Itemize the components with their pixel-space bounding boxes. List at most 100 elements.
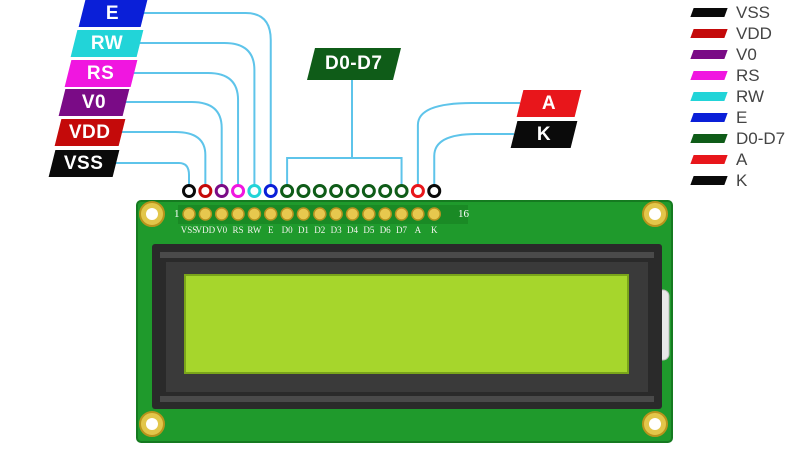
tag-vss: VSS xyxy=(48,150,120,177)
tag-vss-label: VSS xyxy=(64,152,104,174)
legend-item-vss: VSS xyxy=(690,2,771,23)
pin-1-label: 1 xyxy=(174,208,180,220)
wire-vdd xyxy=(122,131,207,185)
pin-dot-d2 xyxy=(312,184,327,198)
tag-d0-d7-label: D0-D7 xyxy=(325,53,383,74)
tag-rs-label: RS xyxy=(87,62,115,84)
legend-label: RS xyxy=(736,65,760,85)
wire-e xyxy=(144,12,272,185)
pin-pad xyxy=(231,207,245,221)
tag-a-label: A xyxy=(541,92,557,114)
pin-dot-rs xyxy=(231,184,246,198)
silkscreen-label: D2 xyxy=(314,225,325,235)
silkscreen-label: D7 xyxy=(396,225,407,235)
pin-pad xyxy=(362,207,376,221)
silkscreen-label: D5 xyxy=(363,225,374,235)
wire-vss xyxy=(116,162,190,185)
silkscreen-label: D6 xyxy=(380,225,391,235)
mounting-holes xyxy=(139,201,668,437)
tag-k-label: K xyxy=(536,123,552,145)
legend-swatch xyxy=(690,155,728,164)
silkscreen-label: K xyxy=(431,225,438,235)
tag-e-label: E xyxy=(106,2,120,24)
legend-item-rs: RS xyxy=(690,65,760,86)
silkscreen-label: E xyxy=(268,225,274,235)
legend-item-v0: V0 xyxy=(690,44,757,65)
legend-swatch xyxy=(690,8,728,17)
silkscreen-label: VSS xyxy=(181,225,198,235)
legend-label: A xyxy=(736,149,748,169)
tag-k: K xyxy=(510,121,578,148)
legend-label: V0 xyxy=(736,44,757,64)
pin-dot-vss xyxy=(182,184,196,198)
tag-vdd: VDD xyxy=(54,119,126,146)
wire-data-bus xyxy=(286,80,403,185)
pin-dot-d0 xyxy=(280,184,295,198)
legend-item-k: K xyxy=(690,170,748,191)
legend-label: D0-D7 xyxy=(736,128,786,148)
pin-pad xyxy=(296,207,311,221)
pin-pad xyxy=(198,207,213,221)
wire-rs xyxy=(134,72,240,185)
legend-item-e: E xyxy=(690,107,748,128)
pin-pad xyxy=(394,207,409,221)
legend-item-vdd: VDD xyxy=(690,23,772,44)
legend-swatch xyxy=(690,134,728,143)
silkscreen-label: A xyxy=(415,225,422,235)
lcd-screen xyxy=(185,275,628,373)
legend-swatch xyxy=(690,92,728,101)
pin-dot-a xyxy=(410,184,425,198)
pin-dot-rw xyxy=(247,184,262,198)
legend-item-rw: RW xyxy=(690,86,765,107)
pin-pad xyxy=(411,207,425,221)
pin-pad xyxy=(345,207,360,221)
pin-pad xyxy=(378,207,392,221)
pin-16-label: 16 xyxy=(458,208,470,220)
wire-k xyxy=(433,133,514,185)
tag-d0-d7: D0-D7 xyxy=(307,48,401,80)
pin-pad xyxy=(329,207,343,221)
silkscreen-label: D1 xyxy=(298,225,309,235)
pin-pad xyxy=(182,207,196,221)
tag-vdd-label: VDD xyxy=(69,121,111,143)
silkscreen-label: RS xyxy=(233,225,244,235)
legend-label: E xyxy=(736,107,748,127)
silkscreen-label: VDD xyxy=(196,225,216,235)
pin-pad xyxy=(214,207,229,221)
wire-v0 xyxy=(126,101,223,185)
tag-a: A xyxy=(516,90,582,117)
legend-swatch xyxy=(690,113,728,122)
pin-pad xyxy=(427,207,441,221)
silkscreen-label: D3 xyxy=(331,225,342,235)
legend-swatch xyxy=(690,71,728,80)
pin-dot-k xyxy=(427,184,442,198)
legend-swatch xyxy=(690,176,728,185)
legend-item-d0-d7: D0-D7 xyxy=(690,128,786,149)
silkscreen-label: V0 xyxy=(216,225,227,235)
wire-a xyxy=(416,102,520,185)
pin-dot-e xyxy=(263,184,278,198)
pcb-edge xyxy=(136,200,673,443)
tag-rw-label: RW xyxy=(90,32,124,54)
pin-pad xyxy=(280,207,294,221)
pin-dot-d7 xyxy=(394,184,409,198)
silkscreen-label: D4 xyxy=(347,225,358,235)
tag-v0-label: V0 xyxy=(81,91,107,113)
pin-dot-v0 xyxy=(214,184,229,198)
pin-pad xyxy=(264,207,278,221)
legend-label: RW xyxy=(736,86,765,106)
legend-label: VSS xyxy=(736,2,771,22)
legend-label: K xyxy=(736,170,748,190)
legend-label: VDD xyxy=(736,23,772,43)
silkscreen-label: D0 xyxy=(282,225,293,235)
legend-swatch xyxy=(690,50,728,59)
pin-dot-d5 xyxy=(361,184,376,198)
pin-pad xyxy=(247,207,262,221)
pin-dot-d4 xyxy=(345,184,360,198)
wire-rw xyxy=(140,42,256,185)
pin-dot-d3 xyxy=(329,184,344,198)
pin-pad xyxy=(313,207,327,221)
legend-item-a: A xyxy=(690,149,748,170)
